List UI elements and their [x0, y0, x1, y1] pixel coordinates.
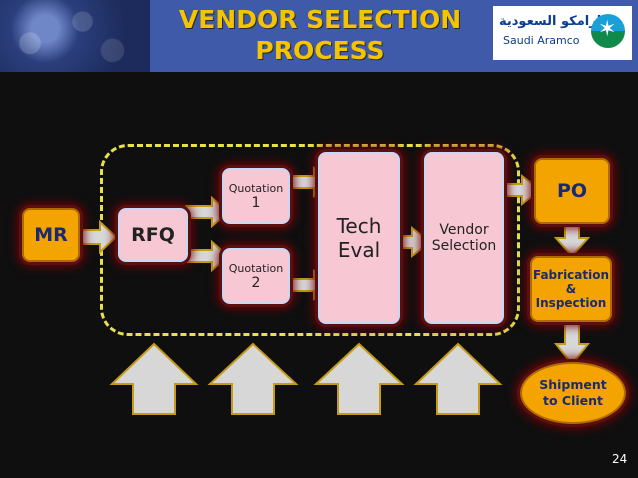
fabrication-inspection-box: Fabrication & Inspection — [530, 256, 612, 322]
mr-box: MR — [22, 208, 80, 262]
logo-english-text: Saudi Aramco — [503, 34, 580, 47]
po-label: PO — [556, 180, 588, 202]
title-line-1: VENDOR SELECTION — [178, 5, 462, 34]
shipment-line-2: to Client — [542, 393, 603, 408]
title-line-2: PROCESS — [255, 36, 385, 65]
tech-eval-line-2: Eval — [337, 238, 381, 262]
up-arrow-1 — [109, 342, 199, 415]
vendor-line-1: Vendor — [439, 222, 489, 238]
vendor-line-2: Selection — [431, 238, 497, 254]
fabrication-line-1: Fabrication — [532, 268, 610, 282]
rfq-box: RFQ — [118, 208, 188, 262]
fabrication-line-3: Inspection — [535, 296, 607, 310]
quotation-1-box: Quotation 1 — [222, 168, 290, 224]
aramco-star-icon — [591, 14, 625, 48]
tech-eval-box: Tech Eval — [318, 152, 400, 324]
slide-header: VENDOR SELECTION PROCESS ارامكو السعودية… — [0, 0, 638, 72]
fabrication-line-2: & — [565, 282, 577, 296]
arrow-rfq-to-quotation-1 — [185, 195, 230, 229]
saudi-aramco-logo: ارامكو السعودية Saudi Aramco — [493, 6, 632, 60]
logo-arabic-text: ارامكو السعودية — [499, 14, 602, 29]
arrow-mr-to-rfq — [77, 219, 118, 255]
quotation-2-label: Quotation — [228, 261, 284, 275]
page-number: 24 — [612, 452, 628, 466]
header-photo — [0, 0, 150, 72]
vendor-selection-box: Vendor Selection — [424, 152, 504, 324]
mr-label: MR — [34, 224, 68, 246]
up-arrow-4 — [413, 342, 503, 415]
tech-eval-line-1: Tech — [336, 214, 382, 238]
quotation-1-label: Quotation — [228, 181, 284, 195]
quotation-2-number: 2 — [251, 274, 261, 291]
rfq-label: RFQ — [131, 224, 175, 246]
up-arrow-2 — [207, 342, 299, 415]
shipment-line-1: Shipment — [539, 377, 607, 392]
arrow-po-to-fabrication — [553, 221, 591, 258]
arrow-fabrication-to-shipment — [553, 319, 591, 366]
arrow-rfq-to-quotation-2 — [185, 239, 230, 273]
up-arrow-3 — [313, 342, 405, 415]
slide-title: VENDOR SELECTION PROCESS — [150, 4, 490, 66]
po-box: PO — [534, 158, 610, 224]
quotation-2-box: Quotation 2 — [222, 248, 290, 304]
quotation-1-number: 1 — [251, 194, 261, 211]
shipment-to-client-ellipse: Shipment to Client — [520, 362, 626, 424]
